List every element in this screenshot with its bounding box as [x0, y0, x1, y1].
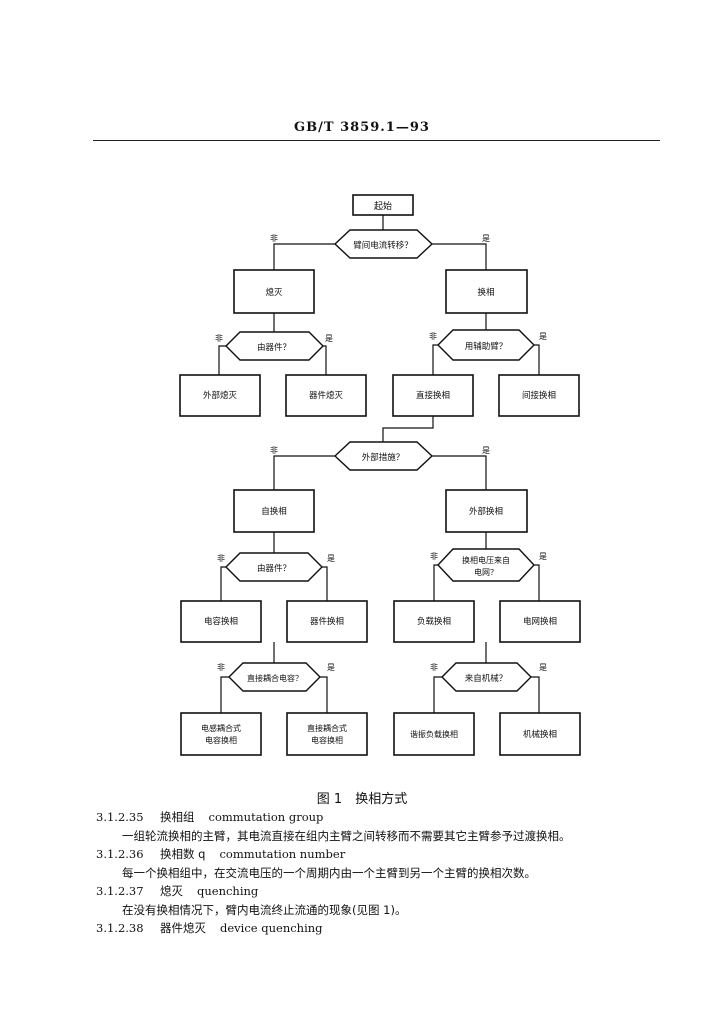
yes-label: 是	[482, 446, 490, 455]
no-label: 非	[270, 233, 278, 243]
svg-text:换相电压来自: 换相电压来自	[462, 555, 510, 565]
definition-term: 熄灭	[160, 884, 183, 898]
definition-term: 换相组	[160, 810, 195, 824]
load-commutation-box: 负载换相	[393, 600, 475, 643]
svg-text:负载换相: 负载换相	[417, 616, 451, 627]
yes-label: 是	[482, 234, 490, 243]
svg-text:来自机械？: 来自机械？	[465, 673, 508, 684]
commutation-box: 换相	[445, 269, 528, 314]
external-commutation-box: 外部换相	[445, 489, 528, 533]
svg-text:外部措施？: 外部措施？	[362, 452, 405, 463]
yes-label: 是	[325, 334, 333, 343]
definition-item: 3.1.2.38 器件熄灭 device quenching	[96, 919, 676, 938]
no-label: 非	[270, 445, 278, 455]
svg-text:间接换相: 间接换相	[522, 390, 556, 401]
figure-caption: 图 1 换相方式	[316, 792, 408, 807]
svg-text:器件熄灭: 器件熄灭	[309, 390, 344, 401]
svg-text:外部熄灭: 外部熄灭	[203, 390, 238, 401]
direct-commutation-box: 直接换相	[392, 374, 474, 417]
decision-arm-transfer: 臂间电流转移？	[333, 229, 434, 259]
svg-text:电网？: 电网？	[474, 567, 498, 577]
svg-text:谐振负载换相: 谐振负载换相	[410, 729, 458, 739]
no-label: 非	[217, 662, 225, 672]
svg-text:由器件？: 由器件？	[257, 563, 291, 574]
no-label: 非	[430, 551, 438, 561]
svg-text:用辅助臂？: 用辅助臂？	[465, 341, 508, 352]
svg-text:外部换相: 外部换相	[469, 506, 503, 517]
header-rule	[93, 140, 660, 141]
resonant-load-commutation-box: 谐振负载换相	[393, 712, 475, 756]
grid-commutation-box: 电网换相	[499, 600, 581, 643]
device-extinction-box: 器件熄灭	[285, 374, 367, 417]
svg-text:熄灭: 熄灭	[265, 287, 283, 298]
definition-term: 换相数 q	[160, 847, 206, 861]
definition-item: 3.1.2.37 熄灭 quenching	[96, 882, 676, 901]
decision-label: 臂间电流转移？	[353, 240, 413, 251]
definition-number: 3.1.2.36	[96, 847, 144, 861]
definition-term: 器件熄灭	[160, 921, 206, 935]
definition-english: device quenching	[220, 921, 323, 935]
decision-voltage-from-grid: 换相电压来自 电网？	[437, 548, 535, 582]
start-label: 起始	[374, 200, 392, 212]
svg-text:器件换相: 器件换相	[310, 616, 344, 627]
definition-number: 3.1.2.37	[96, 884, 144, 898]
decision-by-device: 由器件？	[225, 331, 324, 361]
decision-aux-arm: 用辅助臂？	[437, 329, 535, 361]
definition-english: commutation group	[208, 810, 324, 824]
yes-label: 是	[327, 663, 335, 672]
commutation-flowchart: 起始 臂间电流转移？ 非 是 熄灭 换相 由器件？ 非 是 用辅助臂？ 非 是 …	[179, 194, 581, 756]
document-header: GB/T 3859.1—93	[294, 120, 430, 135]
definition-number: 3.1.2.38	[96, 921, 144, 935]
external-extinction-box: 外部熄灭	[179, 374, 261, 417]
yes-label: 是	[539, 332, 547, 341]
yes-label: 是	[327, 554, 335, 563]
self-commutation-box: 自换相	[233, 489, 315, 533]
device-commutation-box: 器件换相	[286, 600, 368, 643]
decision-external-measure: 外部措施？	[333, 441, 434, 471]
svg-text:电容换相: 电容换相	[311, 735, 343, 745]
indirect-commutation-box: 间接换相	[498, 374, 580, 417]
decision-by-device-2: 由器件？	[225, 552, 323, 582]
inductive-coupled-capacitor-box: 电感耦合式 电容换相	[180, 712, 262, 756]
definition-description: 在没有换相情况下，臂内电流终止流通的现象(见图 1)。	[122, 902, 407, 917]
machine-commutation-box: 机械换相	[499, 712, 581, 756]
decision-from-motor: 来自机械？	[441, 662, 532, 692]
svg-text:电容换相: 电容换相	[204, 616, 238, 627]
svg-text:电感耦合式: 电感耦合式	[201, 723, 241, 733]
svg-text:自换相: 自换相	[261, 506, 287, 517]
flowchart-connectors	[218, 215, 540, 713]
definition-english: quenching	[197, 884, 259, 898]
definition-item: 3.1.2.35 换相组 commutation group	[96, 808, 676, 827]
yes-label: 是	[539, 552, 547, 561]
svg-text:电网换相: 电网换相	[523, 616, 557, 627]
svg-text:由器件？: 由器件？	[257, 342, 291, 353]
definition-number: 3.1.2.35	[96, 810, 144, 824]
svg-text:直接耦合式: 直接耦合式	[307, 723, 347, 733]
direct-coupled-capacitor-box: 直接耦合式 电容换相	[286, 712, 368, 756]
definitions-list: 3.1.2.35 换相组 commutation group 一组轮流换相的主臂，其…	[96, 808, 676, 938]
yes-label: 是	[539, 663, 547, 672]
svg-text:电容换相: 电容换相	[205, 735, 237, 745]
definition-item: 3.1.2.36 换相数 q commutation number	[96, 845, 676, 864]
no-label: 非	[429, 331, 437, 341]
decision-direct-coupled-capacitor: 直接耦合电容？	[228, 662, 321, 692]
no-label: 非	[430, 662, 438, 672]
extinction-box: 熄灭	[233, 269, 315, 314]
no-label: 非	[215, 333, 223, 343]
capacitor-commutation-box: 电容换相	[180, 600, 262, 643]
no-label: 非	[217, 553, 225, 563]
svg-text:机械换相: 机械换相	[523, 729, 557, 740]
svg-text:直接耦合电容？: 直接耦合电容？	[247, 673, 303, 683]
definition-description: 每一个换相组中，在交流电压的一个周期内由一个主臂到另一个主臂的换相次数。	[122, 865, 536, 880]
definition-english: commutation number	[219, 847, 346, 861]
definition-description: 一组轮流换相的主臂，其电流直接在组内主臂之间转移而不需要其它主臂参予过渡换相。	[122, 828, 571, 843]
start-box: 起始	[352, 194, 414, 216]
svg-text:直接换相: 直接换相	[416, 390, 450, 401]
svg-text:换相: 换相	[477, 287, 494, 298]
